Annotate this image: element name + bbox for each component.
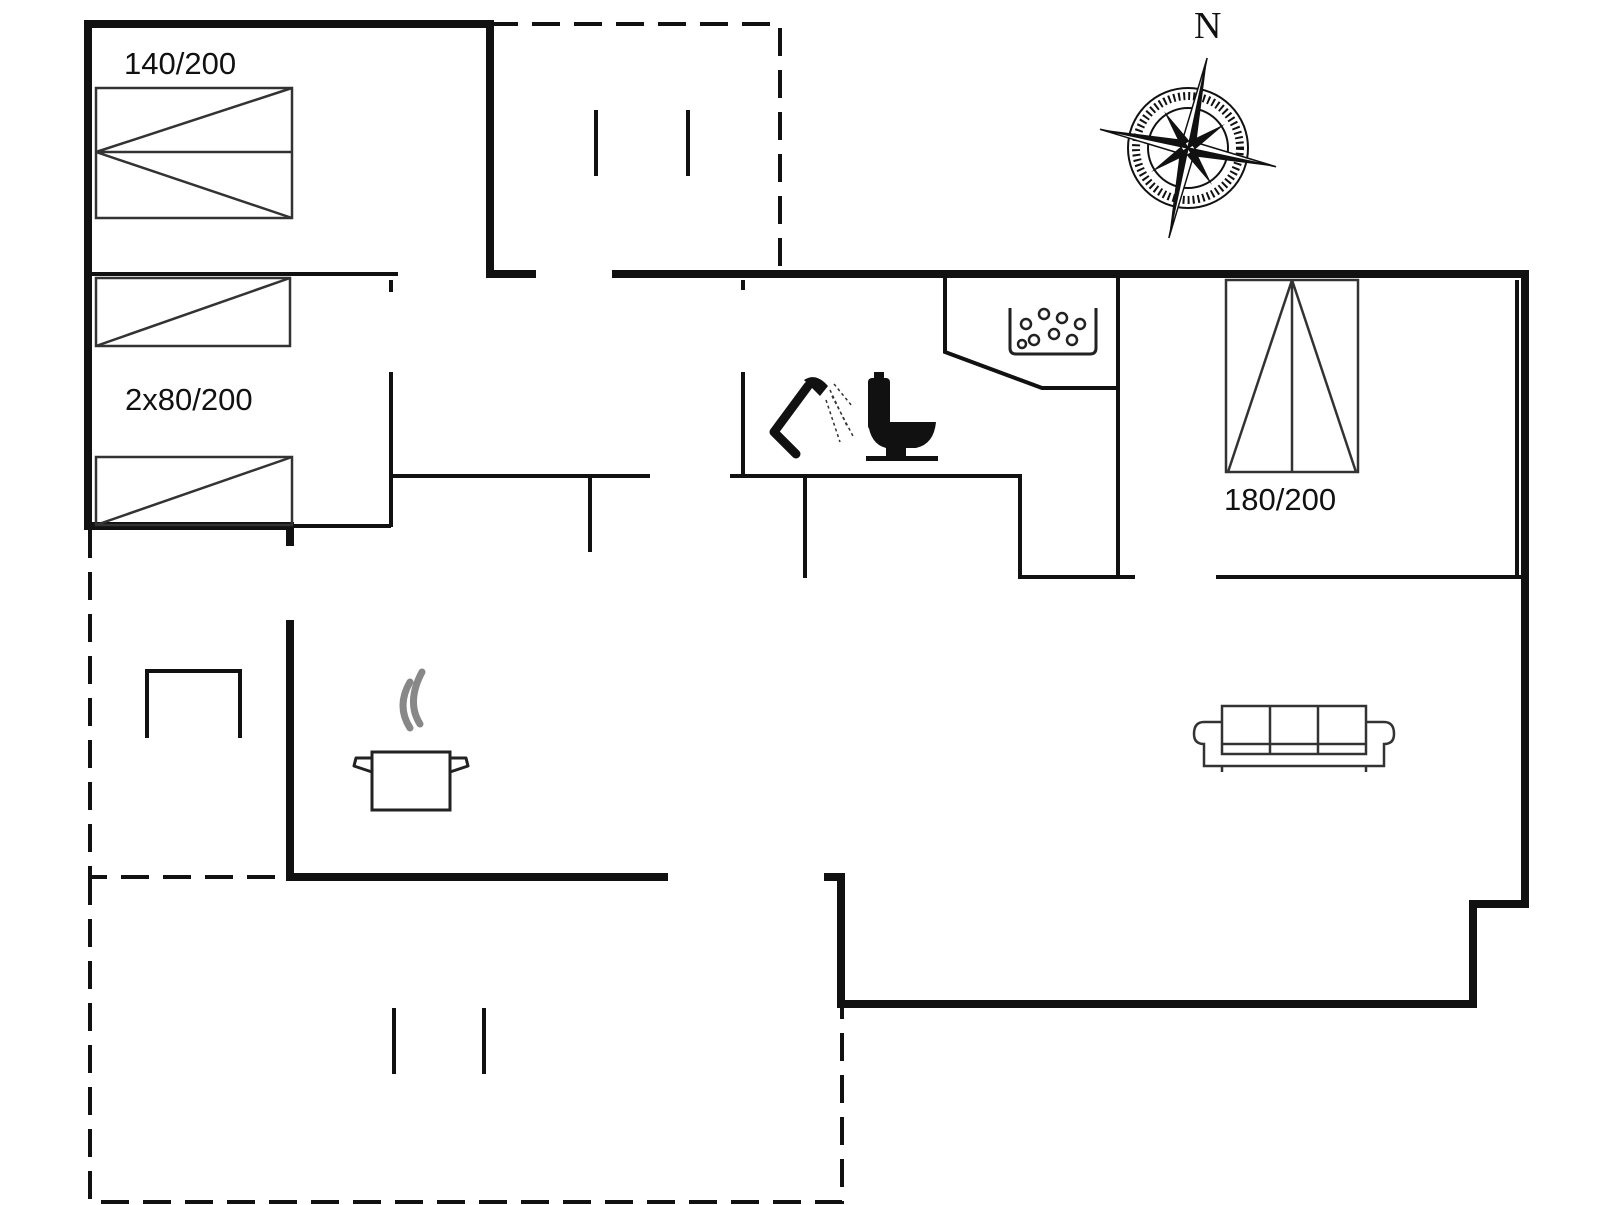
door-marks: [392, 110, 690, 1074]
cooking-pot-icon: [352, 668, 470, 812]
interior-walls: [92, 272, 1525, 579]
bed-master: [1224, 278, 1360, 474]
terrace-outlines: [88, 22, 844, 1204]
sofa-icon: [1192, 704, 1396, 772]
table: [145, 669, 242, 738]
toilet-icon: [866, 372, 938, 461]
bed-size-label-140: 140/200: [124, 46, 236, 81]
bed-size-label-2x80: 2x80/200: [125, 382, 253, 417]
bed-twin-upper: [94, 276, 292, 348]
compass-rose-icon: [1099, 57, 1277, 239]
bed-double-top: [94, 86, 294, 220]
bed-twin-lower: [94, 455, 294, 527]
spa-tub-icon: [1008, 307, 1098, 356]
bed-size-label-180: 180/200: [1224, 482, 1336, 517]
shower-icon: [769, 377, 855, 459]
north-label: N: [1194, 5, 1221, 47]
